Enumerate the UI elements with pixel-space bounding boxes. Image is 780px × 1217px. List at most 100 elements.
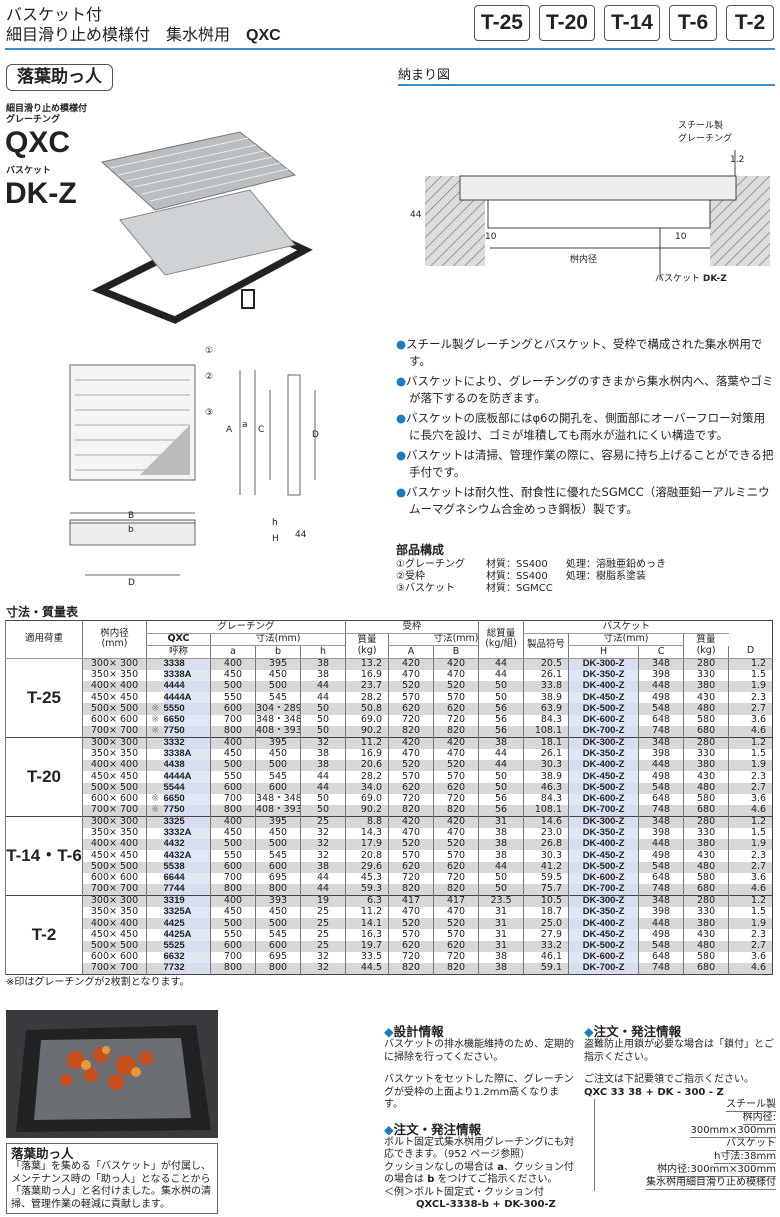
cell-9: 38 — [478, 827, 524, 840]
th-total: 総質量(kg/組) — [478, 620, 524, 659]
cell-1 — [146, 839, 164, 851]
cell-13: 430 — [683, 771, 729, 783]
dim-b: b — [128, 525, 134, 535]
cell-0: 600× 600 — [82, 872, 147, 885]
cell-4: 800 — [255, 884, 301, 896]
cell-14: 2.7 — [728, 703, 773, 715]
cell-1 — [146, 669, 164, 681]
cell-11: DK-400-Z — [568, 759, 639, 772]
cell-14: 2.7 — [728, 782, 773, 794]
cell-6: 69.0 — [345, 793, 389, 806]
cell-7: 620 — [388, 703, 434, 715]
cell-10: 46.3 — [523, 782, 569, 794]
diagram-label-basket: バスケット — [655, 274, 701, 284]
cell-0: 300× 300 — [82, 657, 147, 670]
order-legend-item: スチール製 — [726, 1099, 776, 1112]
cell-12: 448 — [638, 759, 684, 772]
cell-12: 448 — [638, 839, 684, 851]
cell-0: 400× 400 — [82, 680, 147, 693]
feature-item: ●バスケットの底板部にはφ6の開孔を、側面部にオーバーフロー対策用に長穴を設け、… — [396, 410, 776, 444]
cell-7: 820 — [388, 963, 434, 975]
nickbox-text: 「落葉」を集める「バスケット」が付属し、メンテナンス時の「助っ人」となることから… — [11, 1161, 211, 1210]
cell-11: DK-350-Z — [568, 906, 639, 919]
bullet-icon: ● — [396, 374, 407, 388]
th-grating: グレーチング — [145, 620, 346, 634]
cell-5: 44 — [299, 872, 346, 885]
dimension-drawing — [69, 364, 316, 576]
cell-1: ※ — [146, 793, 164, 806]
cell-14: 1.5 — [728, 669, 773, 681]
cell-8: 820 — [433, 963, 479, 975]
cell-1 — [146, 748, 164, 760]
cell-8: 420 — [433, 657, 479, 670]
cell-0: 600× 600 — [82, 952, 147, 964]
cell-8: 570 — [433, 692, 479, 704]
cell-9: 31 — [478, 929, 524, 941]
cell-3: 700 — [210, 793, 256, 806]
order-info-p1: ボルト固定式集水桝用グレーチングにも対応できます。（952 ページ参照） — [384, 1136, 574, 1161]
cell-9: 44 — [478, 669, 524, 681]
cell-8: 720 — [433, 714, 479, 727]
cell-0: 400× 400 — [82, 759, 147, 772]
cell-9: 44 — [478, 748, 524, 760]
cell-7: 620 — [388, 782, 434, 794]
cell-13: 680 — [683, 805, 729, 817]
cell-0: 450× 450 — [82, 692, 147, 704]
cell-14: 1.9 — [728, 839, 773, 851]
header-divider — [5, 48, 775, 50]
cell-11: DK-600-Z — [568, 952, 639, 964]
bullet-icon: ● — [396, 337, 407, 351]
cell-5: 25 — [299, 815, 346, 828]
cell-4: 600 — [255, 782, 301, 794]
cell-1 — [146, 680, 164, 693]
cell-2: 3338 — [163, 657, 211, 670]
cell-5: 38 — [299, 861, 346, 873]
cell-13: 430 — [683, 692, 729, 704]
cell-9: 23.5 — [478, 895, 524, 907]
cell-4: 450 — [255, 748, 301, 760]
cell-2: 4444A — [163, 771, 211, 783]
cell-7: 420 — [388, 815, 434, 828]
cell-9: 38 — [478, 963, 524, 975]
cell-5: 32 — [299, 827, 346, 840]
cell-13: 580 — [683, 793, 729, 806]
cell-12: 348 — [638, 815, 684, 828]
cell-9: 56 — [478, 726, 524, 738]
cell-12: 348 — [638, 895, 684, 907]
dim-10-right: 10 — [675, 232, 687, 242]
section-divider — [398, 84, 775, 86]
cell-7: 820 — [388, 884, 434, 896]
cell-12: 498 — [638, 692, 684, 704]
cell-10: 41.2 — [523, 861, 569, 873]
cell-7: 620 — [388, 861, 434, 873]
cell-5: 44 — [299, 782, 346, 794]
load-badge-t-25: T-25 — [473, 5, 530, 41]
cell-8: 520 — [433, 918, 479, 930]
cell-1 — [146, 736, 164, 749]
cell-1 — [146, 692, 164, 704]
cell-9: 38 — [478, 952, 524, 964]
cell-6: 6.3 — [345, 895, 389, 907]
cell-10: 10.5 — [523, 895, 569, 907]
cell-14: 2.3 — [728, 692, 773, 704]
cell-5: 38 — [299, 657, 346, 670]
cell-10: 18.7 — [523, 906, 569, 919]
cell-7: 470 — [388, 669, 434, 681]
dim-1-2: 1.2 — [730, 155, 745, 165]
cell-7: 570 — [388, 850, 434, 862]
part-marker-3: ③ — [205, 408, 214, 418]
diamond-icon: ◆ — [384, 1024, 394, 1039]
cell-7: 417 — [388, 895, 434, 907]
parts-cell: ①グレーチング — [396, 559, 465, 570]
feature-list: ●スチール製グレーチングとバスケット、受枠で構成された集水桝用です。●バスケット… — [396, 336, 776, 521]
cell-4: 395 — [255, 736, 301, 749]
cell-0: 350× 350 — [82, 827, 147, 840]
cell-10: 26.1 — [523, 669, 569, 681]
order2-title: 注文・発注情報 — [593, 1024, 682, 1039]
cell-10: 108.1 — [523, 726, 569, 738]
cell-3: 400 — [210, 895, 256, 907]
